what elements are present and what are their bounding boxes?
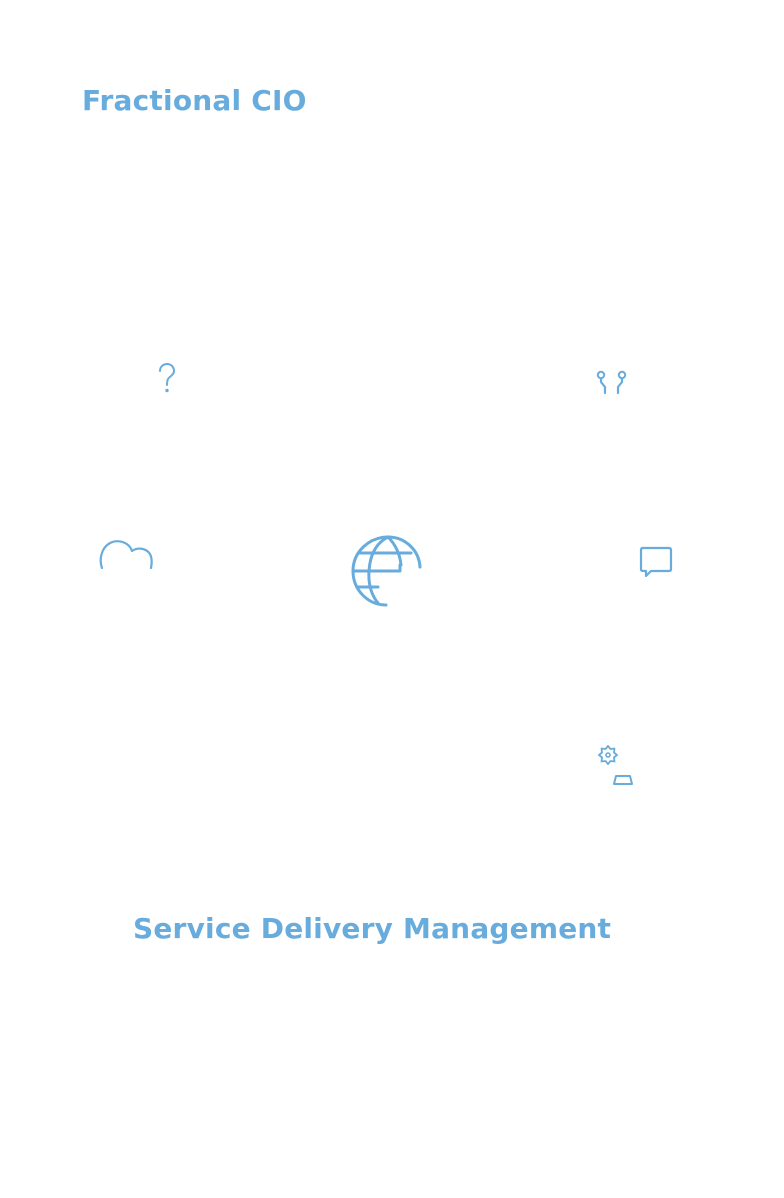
question-mark-icon (156, 363, 178, 395)
globe-icon (348, 533, 424, 609)
connectors-icon (593, 369, 631, 397)
gear-device-icon (596, 744, 638, 788)
section-heading-service-delivery-management: Service Delivery Management (133, 912, 612, 945)
section-heading-fractional-cio: Fractional CIO (82, 84, 307, 117)
chat-bubble-icon (638, 545, 674, 579)
cloud-icon (98, 538, 158, 574)
